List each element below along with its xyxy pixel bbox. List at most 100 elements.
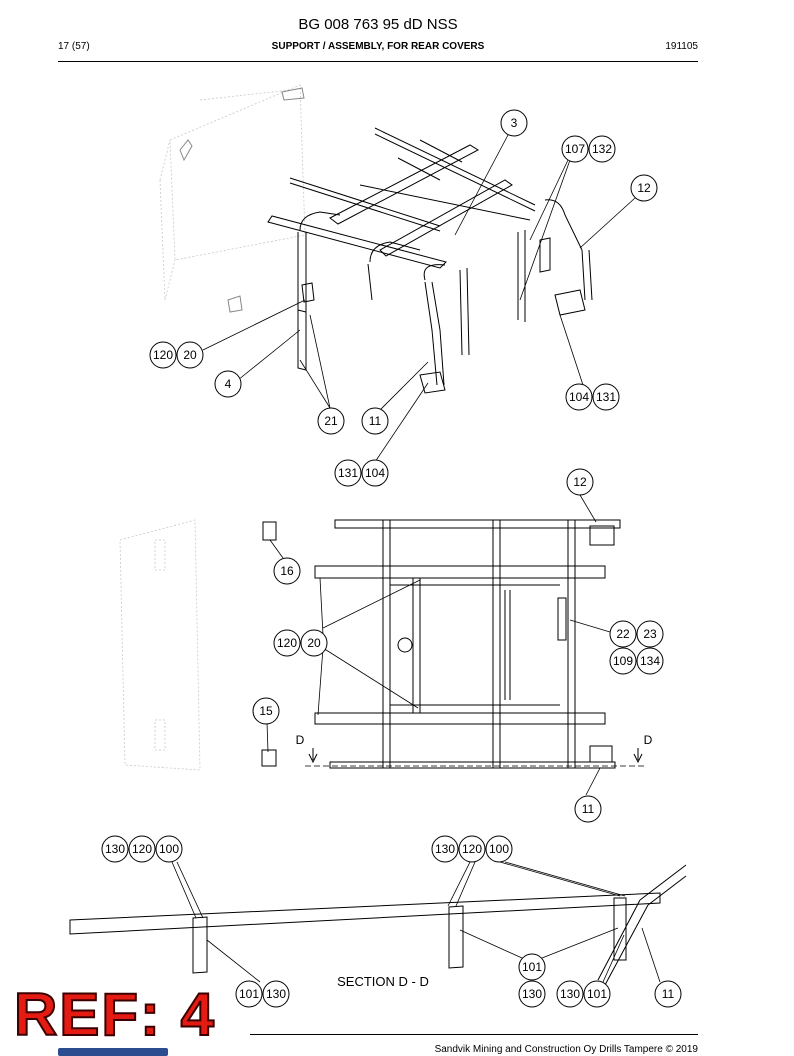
svg-text:120: 120	[462, 842, 482, 856]
footer-copyright: Sandvik Mining and Construction Oy Drill…	[434, 1044, 698, 1055]
callout-11: 11	[654, 980, 682, 1008]
svg-text:23: 23	[643, 627, 657, 641]
callout-4: 4	[214, 370, 242, 398]
background-machine-outline	[159, 84, 306, 301]
callout-23: 23	[636, 620, 664, 648]
svg-text:104: 104	[365, 466, 385, 480]
isometric-frame-view	[159, 84, 636, 463]
svg-text:11: 11	[662, 987, 675, 1001]
svg-text:3: 3	[511, 116, 518, 130]
callout-101: 101	[235, 980, 263, 1008]
callout-130: 130	[431, 835, 459, 863]
callout-11: 11	[574, 795, 602, 823]
svg-text:107: 107	[565, 142, 585, 156]
callout-130: 130	[262, 980, 290, 1008]
callout-101: 101	[583, 980, 611, 1008]
svg-text:120: 120	[277, 636, 297, 650]
section-marker-right: D	[644, 733, 653, 747]
svg-text:130: 130	[560, 987, 580, 1001]
document-code: BG 008 763 95 dD NSS	[298, 16, 458, 33]
svg-text:4: 4	[225, 377, 232, 391]
callout-120: 120	[149, 341, 177, 369]
plan-top-rail	[334, 519, 621, 529]
svg-text:20: 20	[183, 348, 197, 362]
svg-text:100: 100	[489, 842, 509, 856]
callout-131: 131	[592, 383, 620, 411]
section-long-member	[69, 892, 661, 935]
svg-text:131: 131	[596, 390, 616, 404]
plan-lower-beam	[314, 712, 606, 725]
logo-bar	[58, 1048, 168, 1056]
section-label: SECTION D - D	[337, 974, 429, 989]
callout-107: 107	[561, 135, 589, 163]
callout-11: 11	[361, 407, 389, 435]
section-bracket-right	[613, 897, 627, 961]
iso-leader-lines	[202, 134, 636, 463]
callout-120: 120	[128, 835, 156, 863]
callout-134: 134	[636, 647, 664, 675]
callout-12: 12	[630, 174, 658, 202]
plan-side-bracket	[557, 597, 567, 641]
svg-text:100: 100	[159, 842, 179, 856]
svg-text:11: 11	[369, 414, 382, 428]
section-end-diagonal	[597, 899, 649, 986]
plan-leader-lines	[266, 494, 611, 796]
longitudinal-rails	[267, 127, 536, 269]
svg-text:11: 11	[582, 802, 595, 816]
callout-20: 20	[176, 341, 204, 369]
svg-text:12: 12	[637, 181, 651, 195]
svg-text:120: 120	[132, 842, 152, 856]
plan-clip-16	[262, 521, 277, 541]
svg-text:130: 130	[435, 842, 455, 856]
svg-text:109: 109	[613, 654, 633, 668]
header-divider	[58, 61, 698, 62]
plan-bottom-rail	[329, 761, 616, 769]
callout-12: 12	[566, 468, 594, 496]
plan-clip-15	[261, 749, 277, 767]
svg-text:120: 120	[153, 348, 173, 362]
callout-16: 16	[273, 557, 301, 585]
section-bracket-left	[192, 916, 208, 974]
callout-104: 104	[565, 383, 593, 411]
date-code: 191105	[665, 41, 698, 52]
cross-beams	[329, 139, 513, 257]
svg-text:20: 20	[307, 636, 321, 650]
callout-130: 130	[101, 835, 129, 863]
page-indicator: 17 (57)	[58, 41, 90, 52]
callout-109: 109	[609, 647, 637, 675]
plan-verticals	[382, 520, 576, 768]
svg-text:104: 104	[569, 390, 589, 404]
callout-130: 130	[518, 980, 546, 1008]
svg-text:101: 101	[239, 987, 259, 1001]
callout-15: 15	[252, 697, 280, 725]
ref-stamp: REF: 4	[13, 981, 217, 1048]
section-d-d-view	[69, 861, 687, 986]
svg-text:130: 130	[266, 987, 286, 1001]
section-arrow-left	[308, 748, 318, 764]
frame-arches	[297, 199, 593, 386]
section-leader-lines	[171, 861, 661, 983]
small-brackets	[179, 87, 305, 313]
callout-20: 20	[300, 629, 328, 657]
svg-text:131: 131	[338, 466, 358, 480]
callout-104: 104	[361, 459, 389, 487]
svg-text:130: 130	[522, 987, 542, 1001]
callout-120: 120	[273, 629, 301, 657]
svg-text:132: 132	[592, 142, 612, 156]
callout-22: 22	[609, 620, 637, 648]
plan-background-outline	[119, 519, 201, 771]
callout-132: 132	[588, 135, 616, 163]
svg-text:16: 16	[280, 564, 294, 578]
section-arrow-right	[633, 748, 643, 764]
svg-text:130: 130	[105, 842, 125, 856]
callout-131: 131	[334, 459, 362, 487]
page-title: SUPPORT / ASSEMBLY, FOR REAR COVERS	[271, 41, 485, 52]
callout-130: 130	[556, 980, 584, 1008]
svg-text:15: 15	[259, 704, 273, 718]
plan-corner-bracket-bottom	[589, 745, 613, 763]
section-bracket-middle	[448, 905, 464, 969]
callout-120: 120	[458, 835, 486, 863]
svg-text:101: 101	[522, 960, 542, 974]
callouts: 3 107 132 12 120 20 4 21 11 104 131 131 …	[101, 109, 682, 1008]
section-marker-left: D	[296, 733, 305, 747]
